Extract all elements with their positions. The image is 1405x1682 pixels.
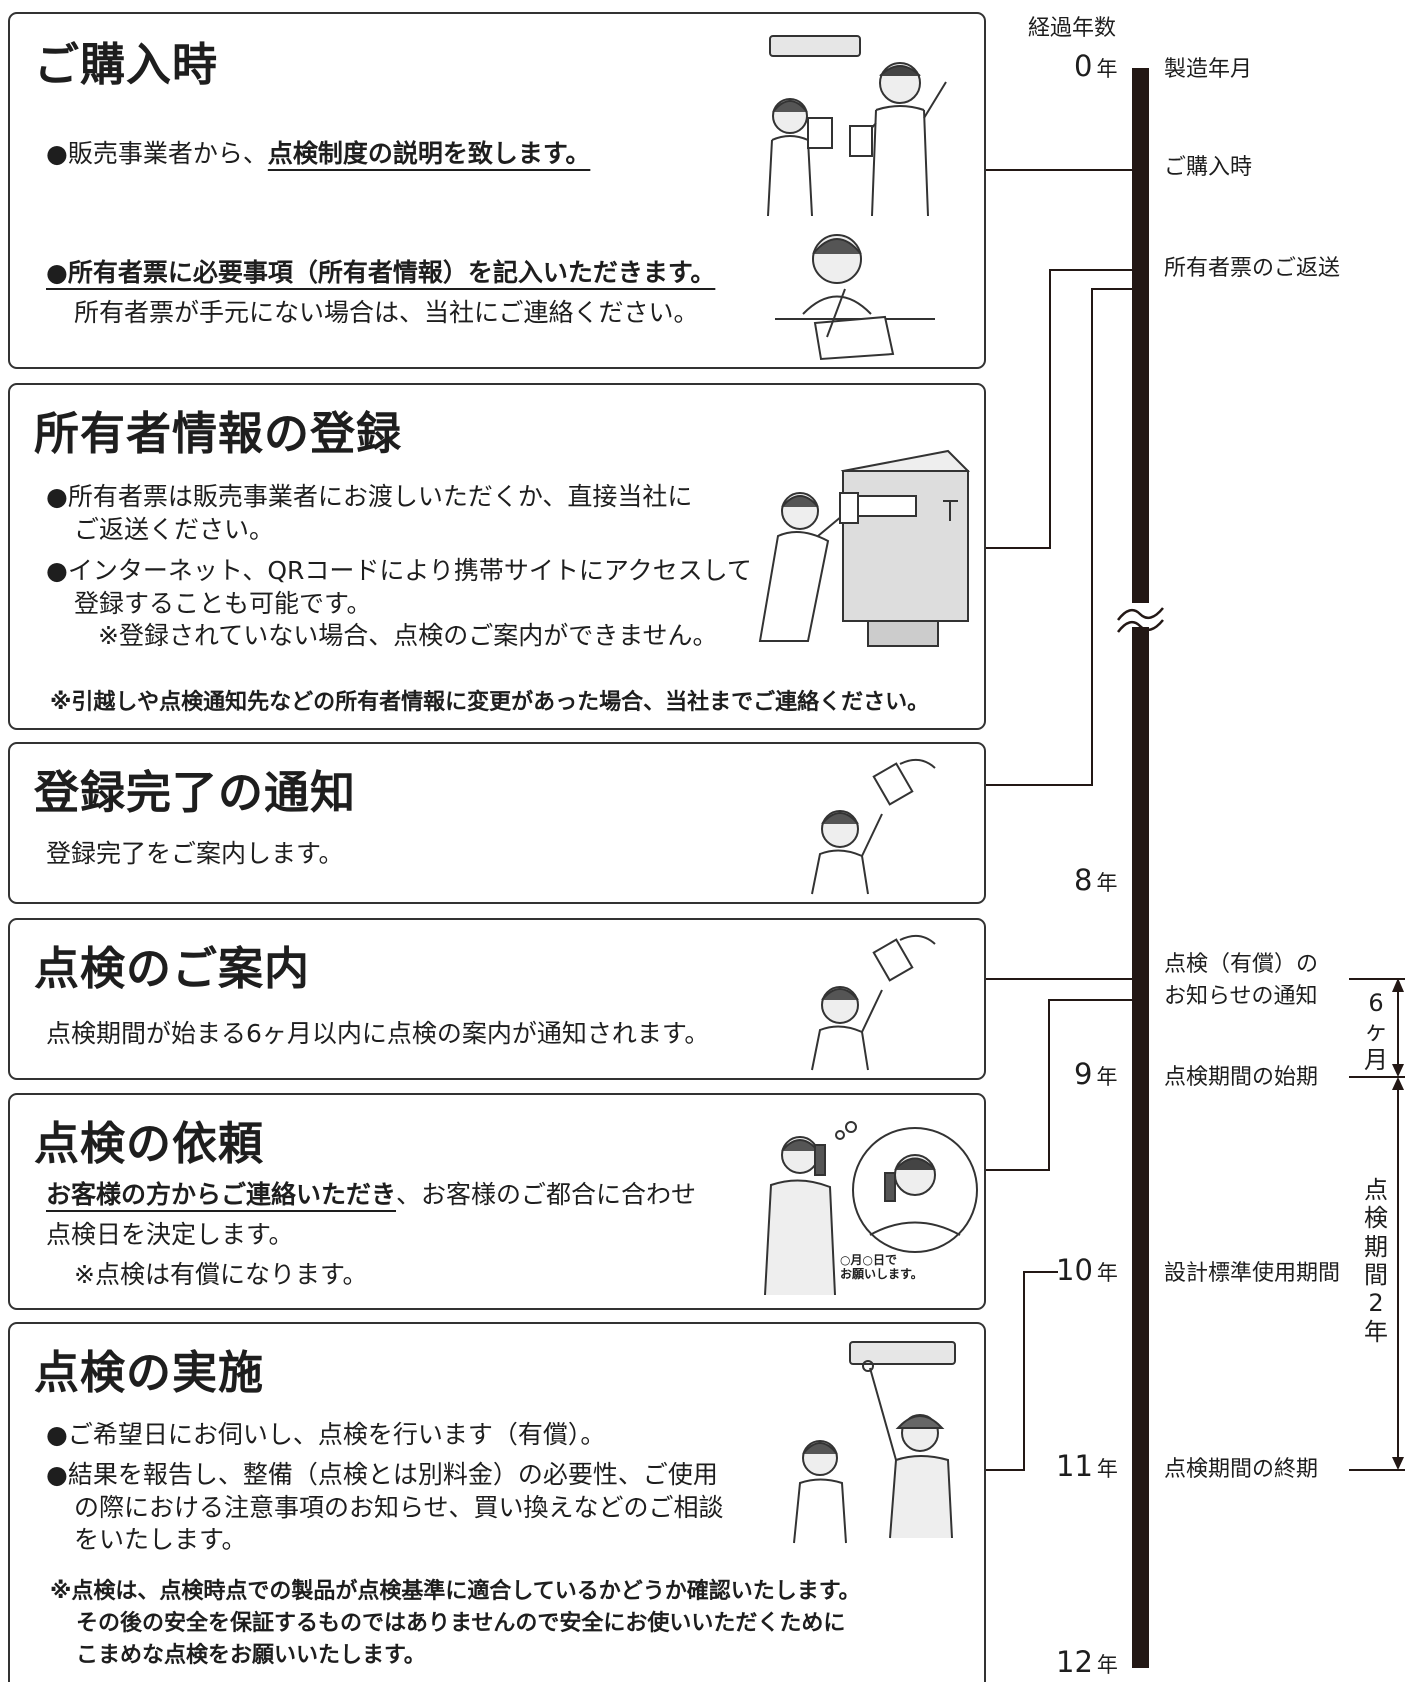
connector-completion (986, 288, 1137, 786)
event-notice: 点検（有償）のお知らせの通知 (1164, 952, 1319, 1009)
section-title: 点検の依頼 (34, 1117, 265, 1170)
event-purchase: ご購入時 (1164, 155, 1253, 180)
bullet-owner-form: ●所有者票に必要事項（所有者情報）を記入いただきます。 (46, 258, 716, 287)
woman-posting-letter-icon (758, 449, 970, 647)
section-request: 点検の依頼 お客様の方からご連絡いただき、お客様のご都合に合わせ 点検日を決定し… (8, 1093, 986, 1310)
event-design-life: 設計標準使用期間 (1164, 1261, 1341, 1286)
completion-text: 登録完了をご案内します。 (46, 839, 344, 868)
phone-bubble-text: ○月○日でお願いします。 (840, 1253, 923, 1282)
event-return: 所有者票のご返送 (1164, 256, 1341, 281)
section-purchase: ご購入時 ●販売事業者から、点検制度の説明を致します。 ●所有者票に必要事項（所… (8, 12, 986, 369)
event-period-end: 点検期間の終期 (1164, 1457, 1319, 1482)
event-manufacture: 製造年月 (1164, 57, 1253, 82)
phone-call-icon (764, 1121, 978, 1296)
event-period-start: 点検期間の始期 (1164, 1065, 1319, 1090)
technician-inspecting-unit-icon (793, 1341, 956, 1544)
section-completion: 登録完了の通知 登録完了をご案内します。 (8, 742, 986, 904)
bullet-visit: ●ご希望日にお伺いし、点検を行います（有償）。 (46, 1420, 606, 1449)
connector-request (986, 999, 1137, 1171)
request-line-1: お客様の方からご連絡いただき、お客様のご都合に合わせ (46, 1180, 697, 1209)
bullet-return-form: ●所有者票は販売事業者にお渡しいただくか、直接当社にご返送ください。 (46, 482, 693, 544)
break-mark (1117, 607, 1164, 633)
bullet-online-registration: ●インターネット、QRコードにより携帯サイトにアクセスして登録することも可能です… (46, 556, 752, 650)
section-title: 点検の実施 (34, 1346, 265, 1399)
registration-change-note: ※引越しや点検通知先などの所有者情報に変更があった場合、当社までご連絡ください。 (50, 690, 930, 715)
owner-form-note: 所有者票が手元にない場合は、当社にご連絡ください。 (74, 298, 699, 327)
connector-registration (986, 269, 1137, 549)
bullet-explanation: ●販売事業者から、点検制度の説明を致します。 (46, 139, 591, 168)
guidance-text: 点検期間が始まる6ヶ月以内に点検の案内が通知されます。 (46, 1019, 710, 1048)
timeline-bar (1132, 68, 1149, 1668)
customer-and-salesperson-icon (767, 35, 947, 217)
section-implementation: 点検の実施 ●ご希望日にお伺いし、点検を行います（有償）。 ●結果を報告し、整備… (8, 1322, 986, 1682)
woman-receiving-notice-icon (811, 934, 936, 1071)
section-title: 登録完了の通知 (34, 766, 357, 819)
section-registration: 所有者情報の登録 ●所有者票は販売事業者にお渡しいただくか、直接当社にご返送くだ… (8, 383, 986, 730)
section-title: ご購入時 (34, 38, 219, 91)
inspection-disclaimer: ※点検は、点検時点での製品が点検基準に適合しているかどうか確認いたします。その後… (50, 1579, 861, 1668)
bullet-report: ●結果を報告し、整備（点検とは別料金）の必要性、ご使用の際における注意事項のお知… (46, 1460, 724, 1554)
connector-implementation (986, 1271, 1058, 1471)
request-line-2: 点検日を決定します。 (46, 1220, 294, 1249)
request-paid-note: ※点検は有償になります。 (74, 1260, 368, 1289)
woman-receiving-notice-icon (811, 758, 936, 895)
section-guidance: 点検のご案内 点検期間が始まる6ヶ月以内に点検の案内が通知されます。 (8, 918, 986, 1080)
section-title: 所有者情報の登録 (34, 407, 403, 460)
section-title: 点検のご案内 (34, 942, 311, 995)
timeline-header: 経過年数 (1028, 16, 1117, 41)
woman-writing-form-icon (775, 234, 935, 361)
